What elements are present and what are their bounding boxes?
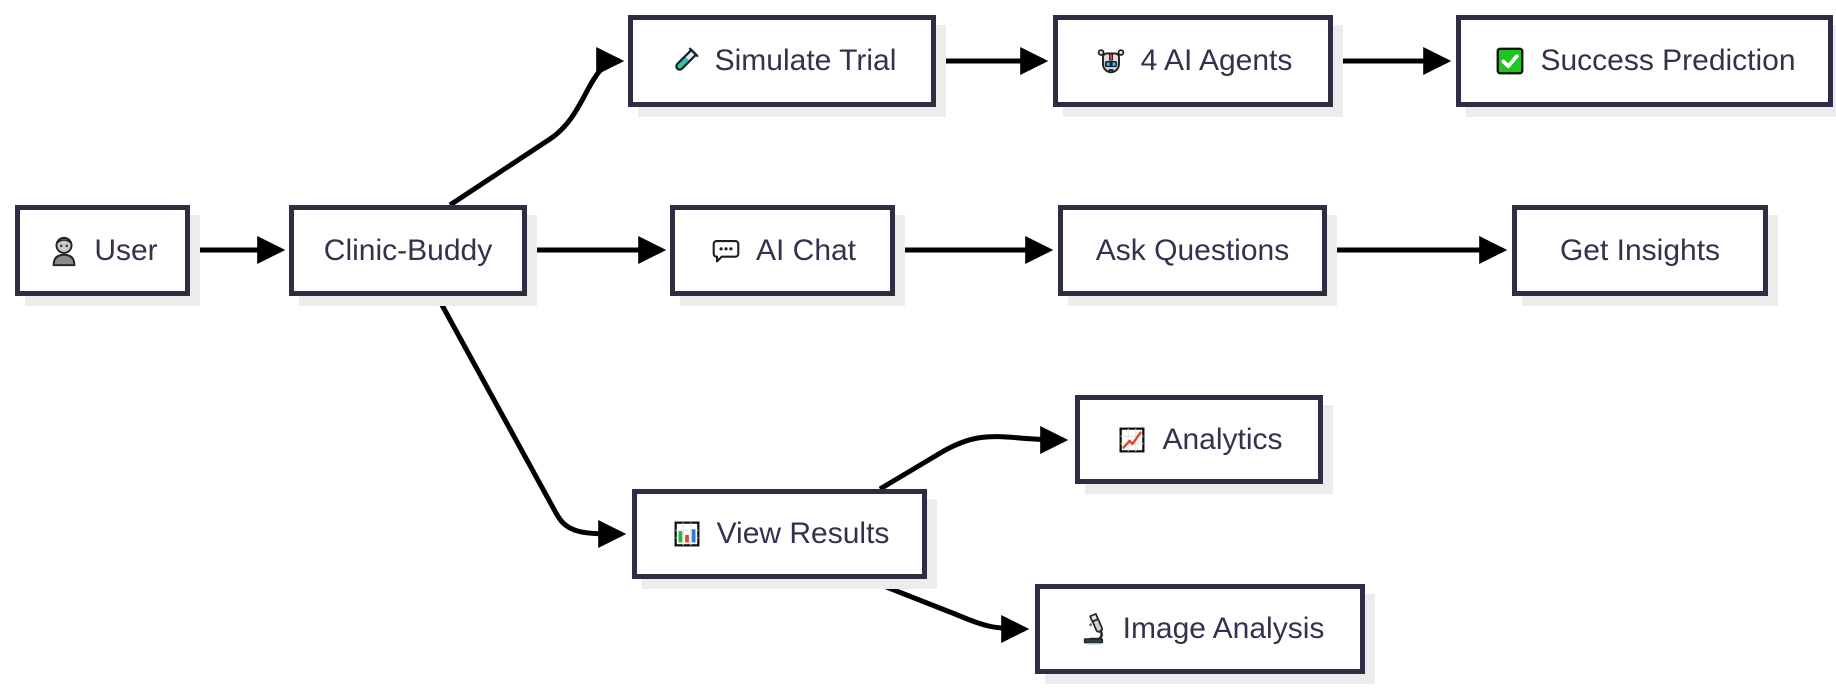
robot-icon — [1094, 44, 1128, 78]
node-ask-questions: Ask Questions — [1058, 205, 1327, 296]
node-view-results-label: View Results — [716, 517, 890, 550]
node-simulate-trial: Simulate Trial — [628, 15, 936, 107]
speech-balloon-icon — [709, 234, 743, 268]
node-clinic-buddy-label: Clinic-Buddy — [323, 233, 493, 267]
node-analytics-label: Analytics — [1162, 422, 1283, 456]
node-ai-chat-label: AI Chat — [755, 233, 857, 267]
node-success-prediction-label: Success Prediction — [1540, 44, 1796, 77]
test-tube-icon — [668, 44, 702, 78]
node-success-prediction: Success Prediction — [1456, 15, 1833, 107]
node-ask-questions-label: Ask Questions — [1095, 233, 1290, 267]
node-ai-agents: 4 AI Agents — [1053, 15, 1333, 107]
edge-view-results-image-analysis — [865, 576, 1030, 643]
node-ai-agents-label: 4 AI Agents — [1140, 44, 1293, 77]
edge-clinic-buddy-view-results — [434, 294, 627, 548]
node-view-results: View Results — [632, 489, 927, 579]
edge-view-results-analytics — [878, 425, 1069, 492]
node-simulate-trial-label: Simulate Trial — [714, 44, 897, 77]
chart-increasing-icon — [1115, 423, 1149, 457]
check-mark-icon — [1493, 44, 1527, 78]
node-get-insights: Get Insights — [1512, 205, 1768, 296]
node-user: User — [15, 205, 190, 296]
node-ai-chat: AI Chat — [670, 205, 895, 296]
user-icon — [47, 234, 81, 268]
node-get-insights-label: Get Insights — [1559, 233, 1721, 267]
microscope-icon — [1076, 612, 1110, 646]
node-clinic-buddy: Clinic-Buddy — [289, 205, 527, 296]
node-analytics: Analytics — [1075, 395, 1323, 484]
node-user-label: User — [94, 233, 158, 267]
node-image-analysis-label: Image Analysis — [1122, 612, 1325, 645]
edge-clinic-buddy-simulate-trial — [448, 47, 625, 208]
node-image-analysis: Image Analysis — [1035, 584, 1365, 674]
bar-chart-icon — [670, 517, 704, 551]
